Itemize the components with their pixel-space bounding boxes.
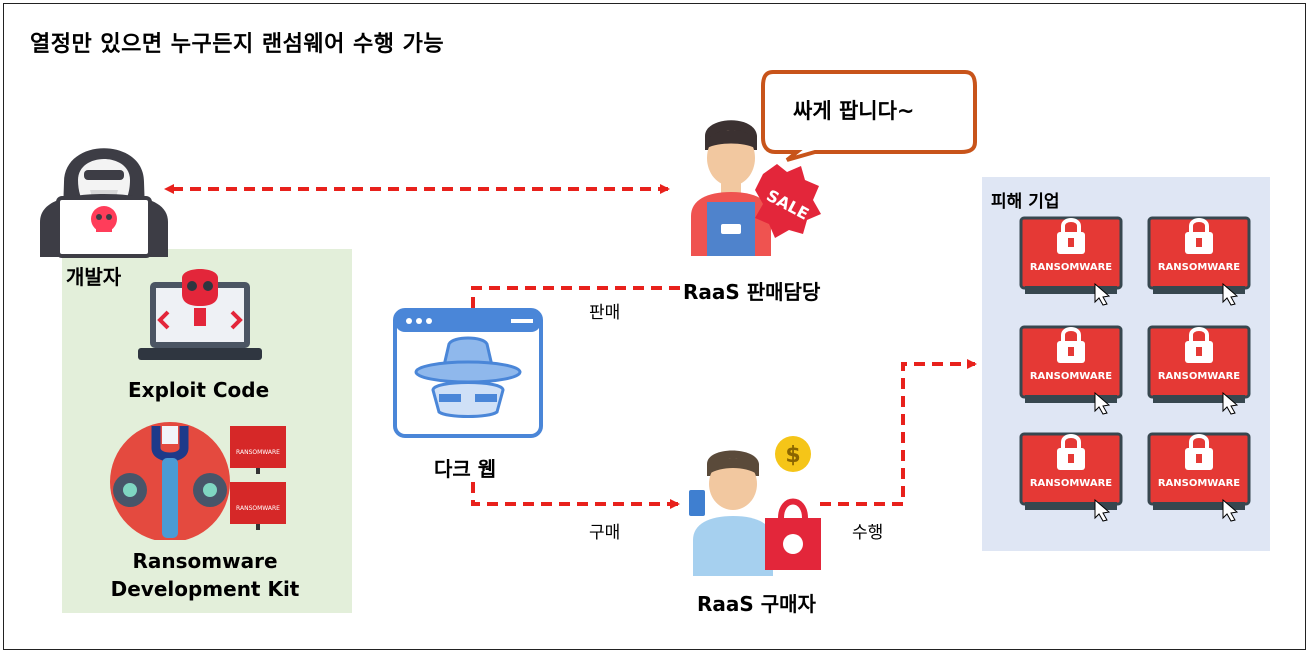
speech-bubble-text: 싸게 팝니다~ (793, 99, 915, 123)
diagram-title: 열정만 있으면 누구든지 랜섬웨어 수행 가능 (30, 32, 445, 57)
victim-screens-grid: RANSOMWARE RANSOMWARE RANSOMWARE RANSOMW… (1019, 216, 1251, 522)
developer-label: 개발자 (66, 265, 122, 289)
hacker-icon (40, 148, 168, 258)
diagram-frame (3, 3, 1306, 650)
victims-title: 피해 기업 (991, 192, 1060, 212)
svg-text:$: $ (785, 443, 800, 468)
seller-icon: SALE (691, 120, 821, 256)
exploit-code-label: Exploit Code (128, 378, 270, 402)
darkweb-browser-icon (393, 308, 543, 438)
darkweb-label: 다크 웹 (434, 457, 497, 481)
speech-bubble (761, 70, 977, 162)
dev-kit-badge-2: RANSOMWARE (236, 505, 280, 512)
victim-badge-5: RANSOMWARE (1030, 478, 1112, 489)
ransomware-screen-small-2 (230, 482, 286, 530)
execute-arrow (820, 359, 977, 506)
victim-badge-6: RANSOMWARE (1158, 478, 1240, 489)
sell-connector (471, 286, 680, 308)
victim-badge-4: RANSOMWARE (1158, 371, 1240, 382)
dev-kit-icon: RANSOMWARE RANSOMWARE (110, 422, 286, 540)
dev-kit-label: Ransomware Development Kit (110, 547, 300, 603)
buyer-label: RaaS 구매자 (697, 592, 816, 616)
sell-edge-label: 판매 (589, 303, 621, 323)
seller-label: RaaS 판매담당 (683, 280, 821, 304)
dev-kit-label-line2: Development Kit (110, 577, 300, 601)
dev-kit-badge-1: RANSOMWARE (236, 449, 280, 456)
exploit-laptop-icon (138, 269, 262, 360)
buy-arrow (471, 482, 680, 509)
ransomware-screen-small-1 (230, 426, 286, 474)
buy-edge-label: 구매 (589, 523, 621, 543)
dev-kit-label-line1: Ransomware (132, 549, 278, 573)
victim-badge-3: RANSOMWARE (1030, 371, 1112, 382)
buyer-icon: $ (689, 436, 821, 576)
victim-badge-1: RANSOMWARE (1030, 262, 1112, 273)
victim-badge-2: RANSOMWARE (1158, 262, 1240, 273)
execute-edge-label: 수행 (852, 523, 884, 543)
